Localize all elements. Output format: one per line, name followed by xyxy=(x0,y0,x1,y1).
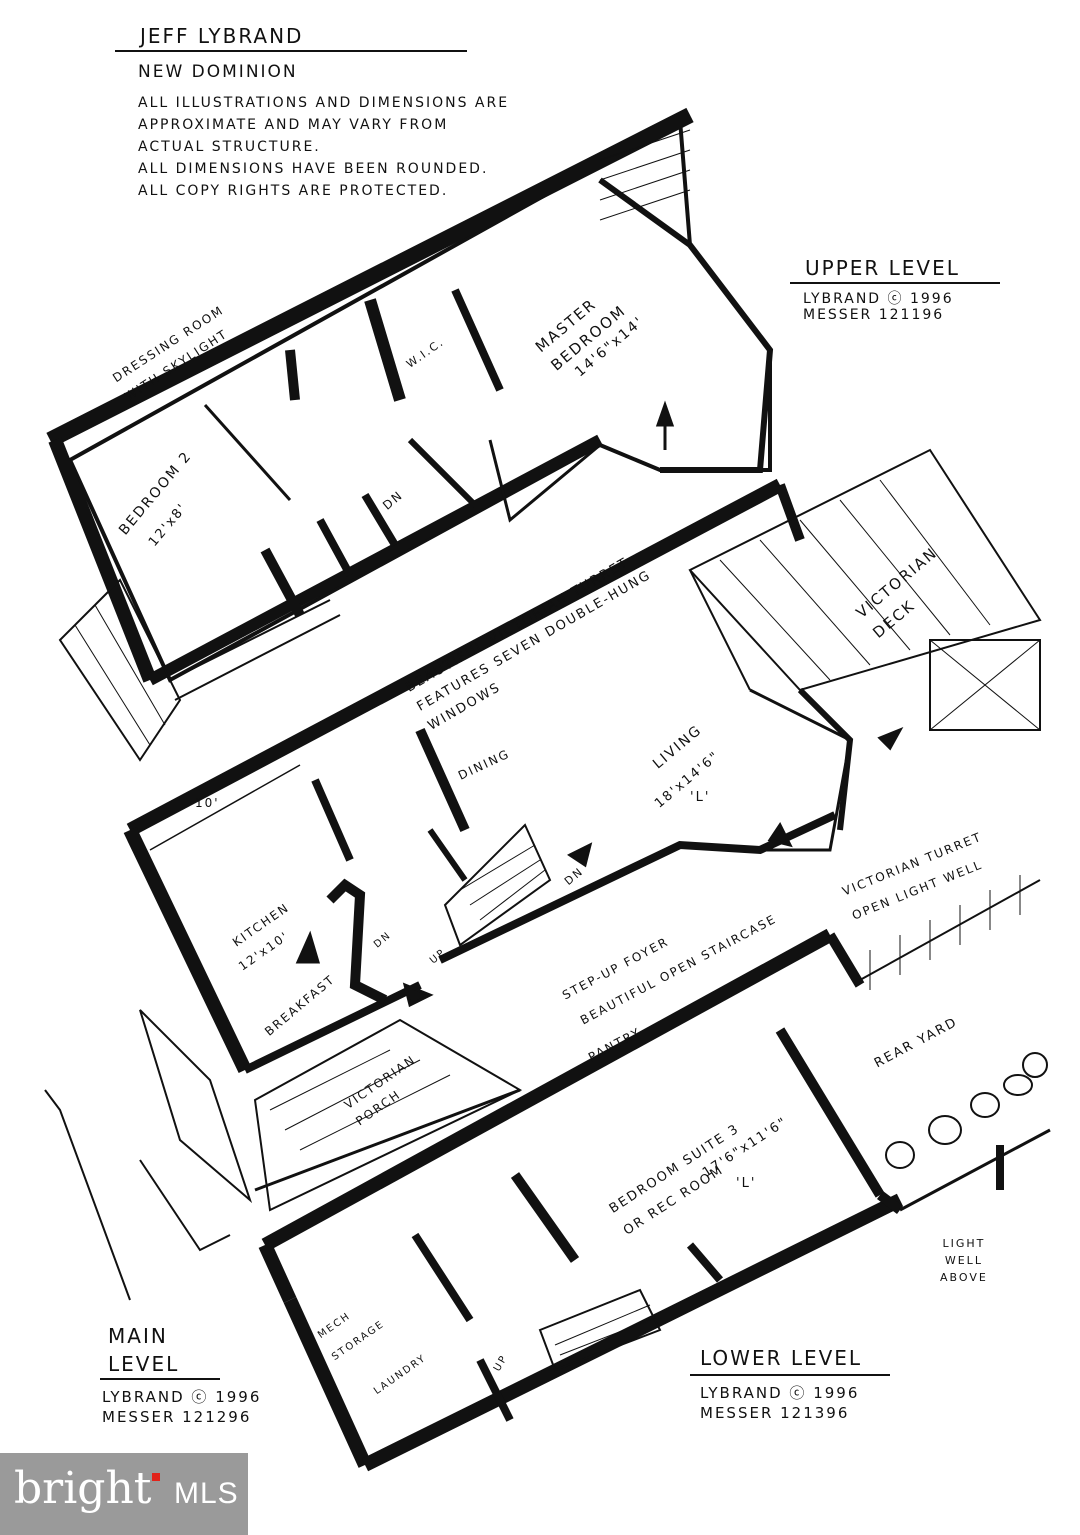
lower-level-credit-1: LYBRAND ⓒ 1996 xyxy=(700,1384,860,1402)
bedroom-3-shape: 'L' xyxy=(736,1176,757,1191)
upper-level-plan xyxy=(46,107,774,762)
upper-level-credit-2: MESSER 121196 xyxy=(803,307,945,323)
lower-level-rule xyxy=(690,1374,890,1376)
author-name: JEFF LYBRAND xyxy=(140,24,304,48)
upper-level-credit-1: LYBRAND ⓒ 1996 xyxy=(803,291,954,307)
main-level-title: MAIN LEVEL xyxy=(108,1324,180,1376)
lower-level-title: LOWER LEVEL xyxy=(700,1346,863,1370)
living-shape: 'L' xyxy=(690,790,711,805)
bright-mls-watermark: bright MLS xyxy=(0,1453,248,1535)
disclaimer: ALL ILLUSTRATIONS AND DIMENSIONS ARE APP… xyxy=(138,92,509,202)
disclaimer-line: ALL COPY RIGHTS ARE PROTECTED. xyxy=(138,183,449,199)
lower-level-credit-2: MESSER 121396 xyxy=(700,1404,850,1422)
upper-level-rule xyxy=(790,282,1000,284)
main-level-rule xyxy=(100,1378,220,1380)
watermark-brand: bright xyxy=(14,1463,152,1514)
watermark-suffix: MLS xyxy=(174,1477,239,1510)
disclaimer-line: ACTUAL STRUCTURE. xyxy=(138,139,321,155)
watermark-dot-icon xyxy=(152,1473,160,1481)
main-level-plan xyxy=(44,448,1042,1301)
disclaimer-line: ALL DIMENSIONS HAVE BEEN ROUNDED. xyxy=(138,161,489,177)
dimension-ten: 10' xyxy=(195,796,220,810)
disclaimer-line: ALL ILLUSTRATIONS AND DIMENSIONS ARE xyxy=(138,95,510,111)
lower-level-plan xyxy=(258,875,1051,1472)
disclaimer-line: APPROXIMATE AND MAY VARY FROM xyxy=(138,117,449,133)
company-name: NEW DOMINION xyxy=(138,62,298,82)
main-level-credit-1: LYBRAND ⓒ 1996 xyxy=(102,1388,262,1406)
main-level-credit-2: MESSER 121296 xyxy=(102,1408,252,1426)
upper-level-title: UPPER LEVEL xyxy=(805,256,960,280)
light-well-label: LIGHT WELL ABOVE xyxy=(940,1237,988,1284)
header-rule xyxy=(115,50,467,52)
